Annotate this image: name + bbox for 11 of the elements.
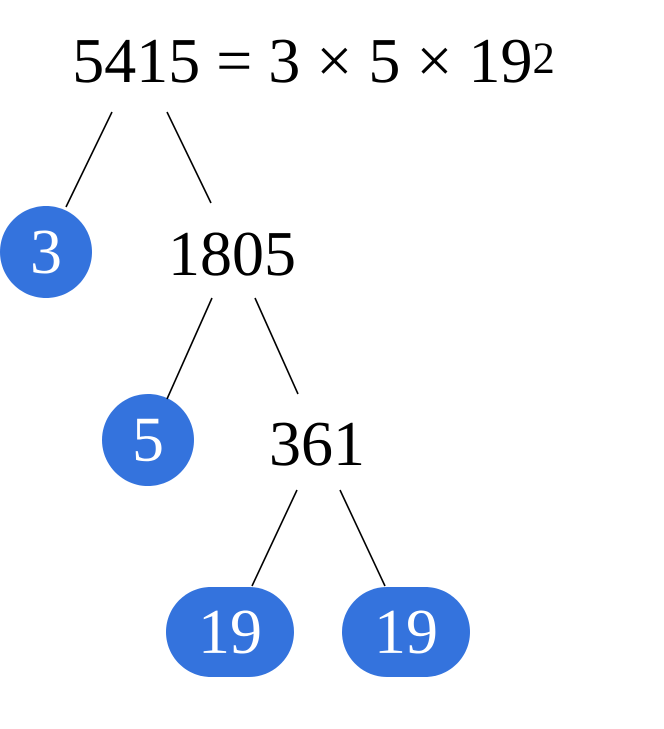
connector-line [166, 112, 212, 204]
number-pill: 19 [166, 587, 294, 677]
connector-line [251, 490, 298, 586]
number-label: 361 [272, 422, 362, 466]
number-pill: 19 [342, 587, 470, 677]
number-label: 1805 [174, 232, 294, 276]
connector-line [166, 298, 213, 400]
connector-line [339, 490, 386, 586]
number-label: 5415 = 3 × 5 × 19$^{2}$ [76, 40, 552, 83]
connector-line [254, 298, 299, 394]
connector-line [65, 112, 113, 208]
